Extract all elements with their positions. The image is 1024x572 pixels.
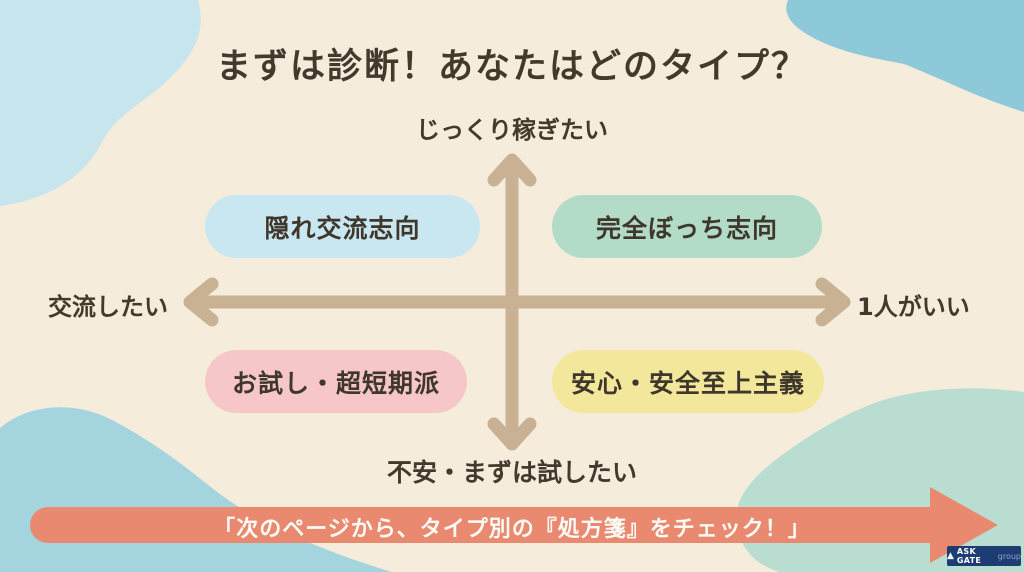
quadrant-pill-top-left: 隠れ交流志向 [205,195,480,258]
quadrant-pill-bottom-right: 安心・安全至上主義 [552,350,824,413]
banner-text: 「次のページから、タイプ別の『処方箋』をチェック！」 [213,517,811,542]
arrow-down-icon [487,417,537,451]
askgate-triangle-icon: ▲ [947,550,954,561]
logo-suffix-text: group [997,551,1021,561]
blob-top-right [786,0,1024,112]
arrow-left-icon [183,277,219,327]
quadrant-pill-bottom-left: お試し・超短期派 [205,350,467,413]
page-title: まずは診断！あなたはどのタイプ？ [215,47,808,87]
quadrant-pill-top-right: 完全ぼっち志向 [552,195,822,258]
blob-top-left [0,0,201,206]
askgate-logo: ▲ ASK GATE group [947,546,1021,566]
axis-label-left: 交流したい [48,293,168,321]
axis-label-top: じっくり稼ぎたい [416,116,608,144]
axis-label-right: 1人がいい [857,293,970,321]
axis-label-bottom: 不安・まずは試したい [386,458,637,487]
arrow-up-icon [487,153,537,187]
banner-arrow-shape [30,487,998,563]
logo-brand-text: ASK GATE [956,547,982,565]
arrow-right-icon [815,277,851,327]
